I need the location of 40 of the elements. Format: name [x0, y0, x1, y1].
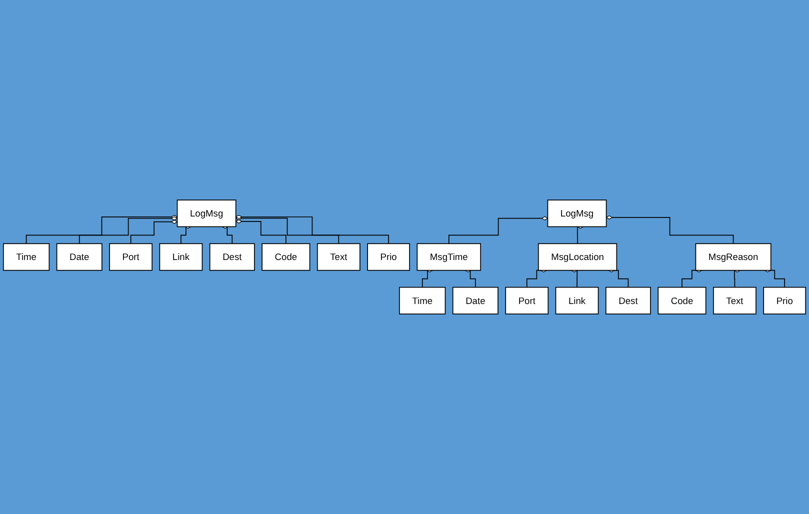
connector	[764, 268, 786, 288]
node-box: Date	[452, 286, 498, 314]
connector	[606, 215, 734, 244]
node-box: Link	[555, 286, 599, 314]
connector	[526, 268, 547, 288]
connector	[235, 216, 340, 244]
connector	[576, 224, 584, 244]
node-box: Dest	[209, 243, 255, 271]
connector	[235, 219, 286, 244]
node-box: Time	[2, 243, 50, 271]
connector	[734, 268, 740, 288]
connector	[130, 220, 178, 244]
connector	[682, 268, 702, 288]
connector	[180, 224, 192, 244]
node-box: Port	[109, 243, 152, 271]
node-box: Port	[505, 286, 549, 314]
node-box: MsgLocation	[538, 243, 618, 271]
node-box: Prio	[763, 286, 806, 314]
connector	[608, 268, 629, 288]
node-box: Time	[399, 286, 446, 314]
connector	[464, 268, 476, 288]
node-box: LogMsg	[547, 200, 607, 228]
node-box: MsgReason	[695, 243, 772, 271]
node-box: Date	[56, 243, 102, 271]
node-box: Link	[159, 243, 203, 271]
connector	[78, 216, 178, 244]
connector	[422, 268, 434, 288]
connector	[26, 214, 178, 244]
node-box: Text	[713, 286, 756, 314]
connector	[448, 216, 548, 244]
connector	[222, 224, 233, 244]
connector	[570, 268, 578, 288]
node-box: Code	[262, 243, 310, 271]
node-box: Text	[316, 243, 360, 271]
node-box: Dest	[605, 286, 651, 314]
node-box: Code	[658, 286, 706, 314]
node-box: LogMsg	[176, 200, 236, 228]
connector	[235, 214, 389, 244]
node-box: MsgTime	[416, 243, 481, 271]
node-box: Prio	[367, 243, 410, 271]
